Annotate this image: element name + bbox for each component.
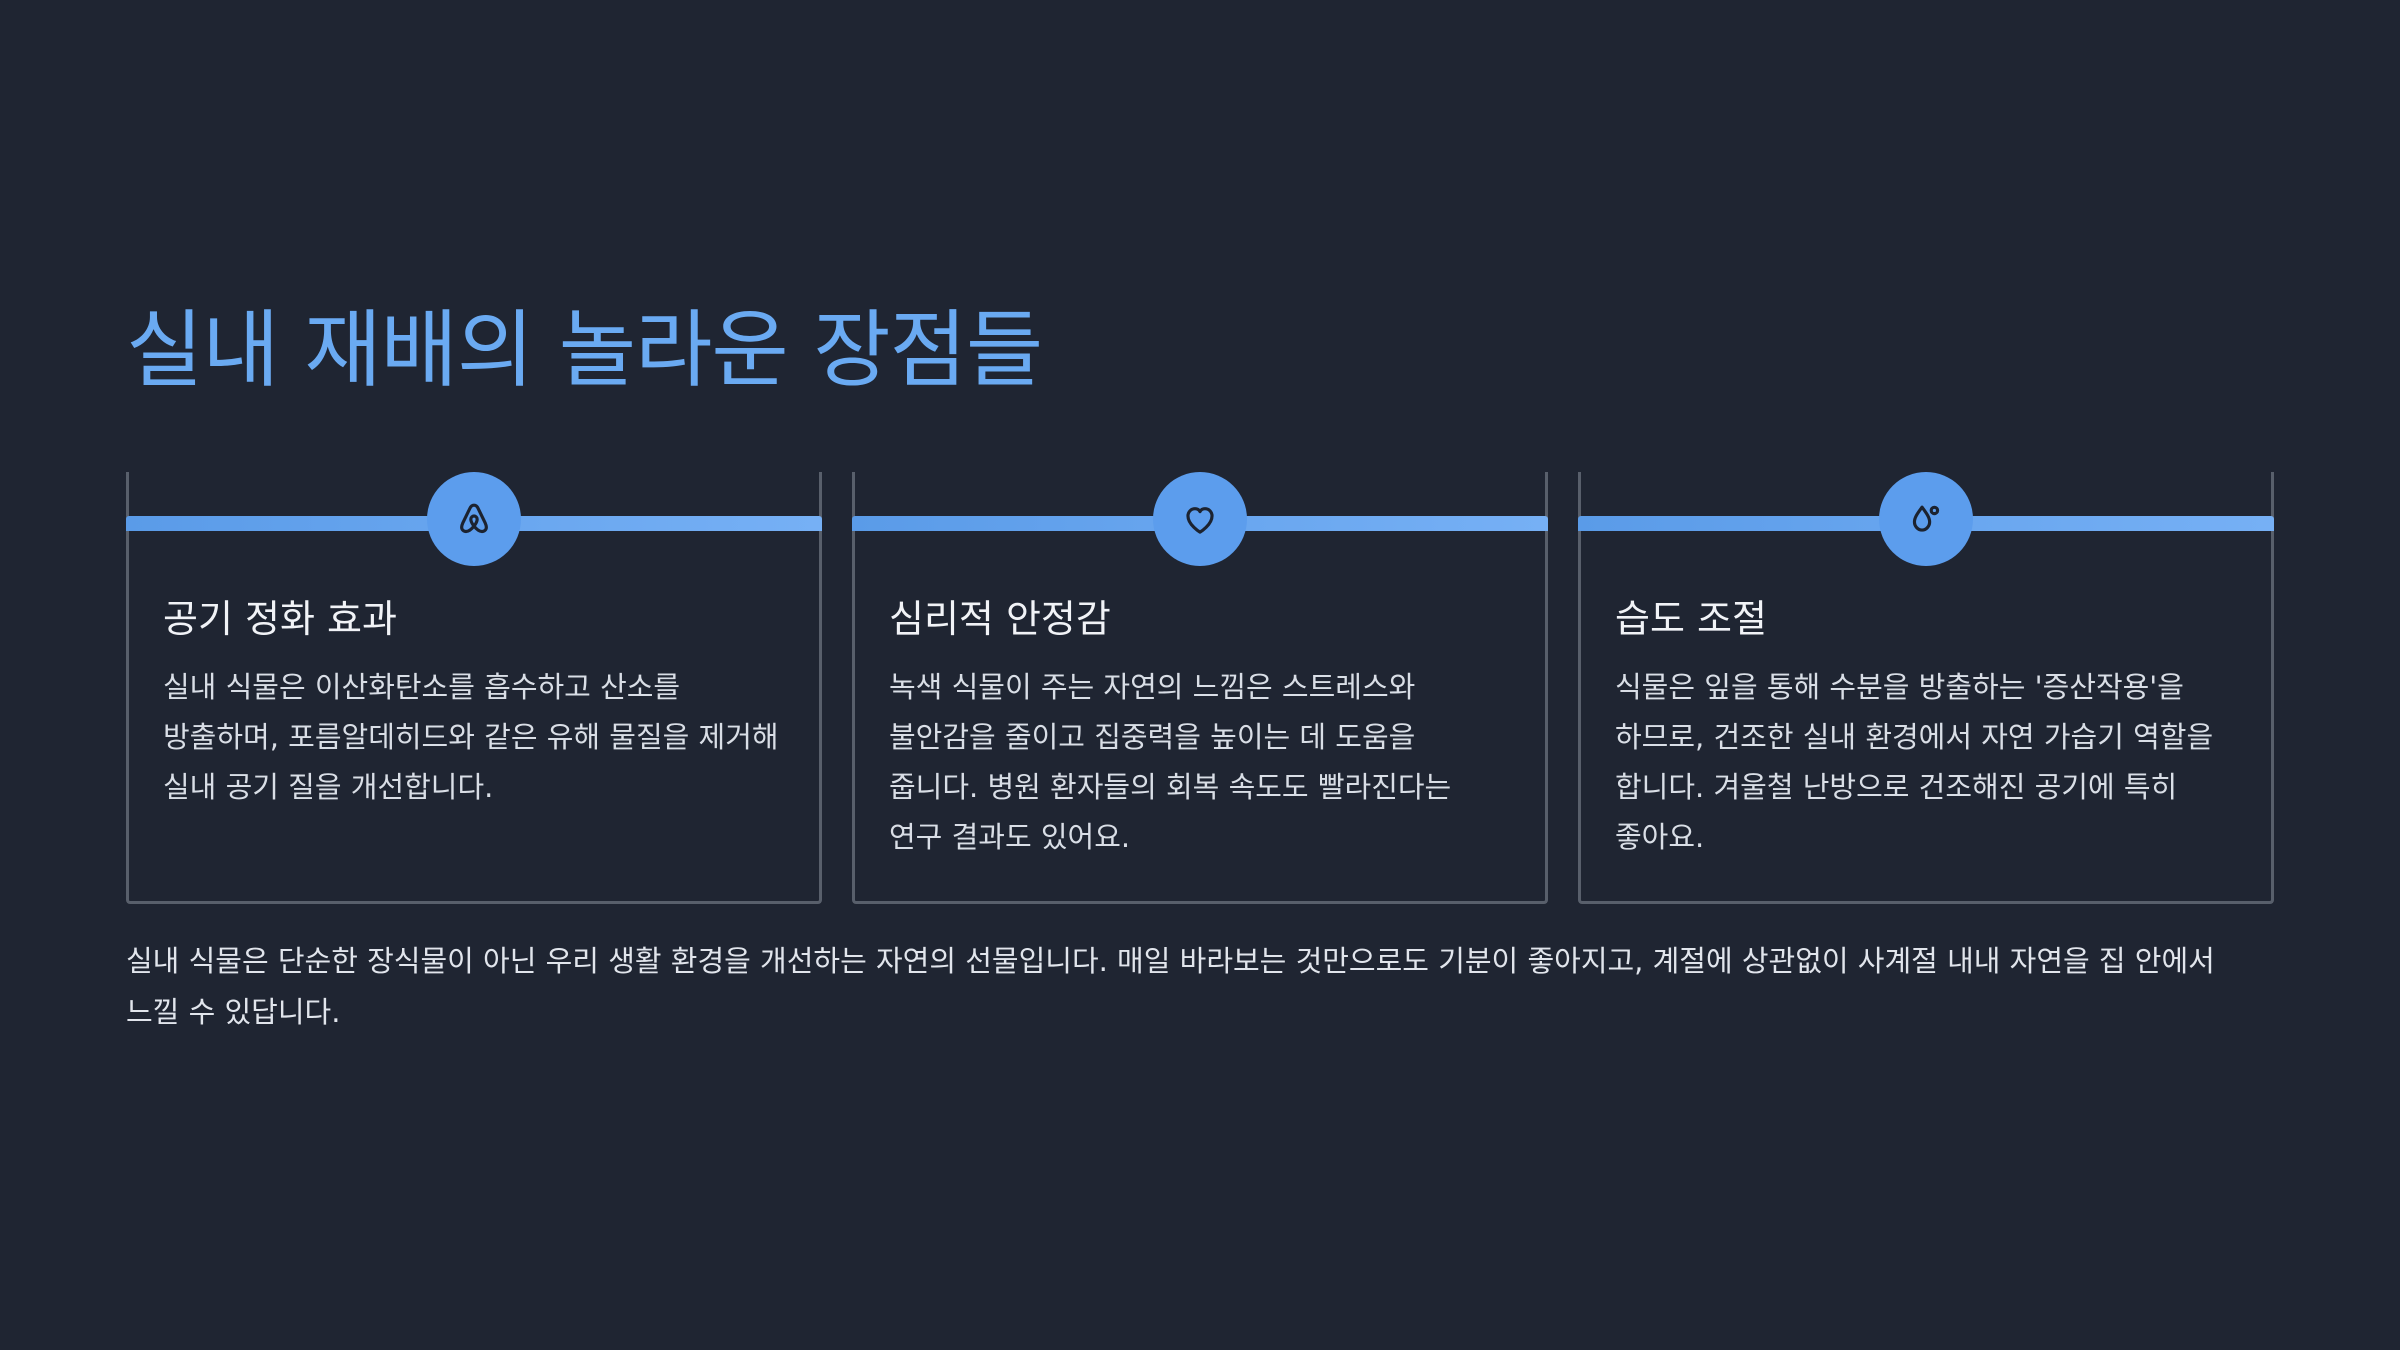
benefit-cards: 공기 정화 효과 실내 식물은 이산화탄소를 흡수하고 산소를 방출하며, 포름… — [126, 472, 2274, 904]
summary-paragraph: 실내 식물은 단순한 장식물이 아닌 우리 생활 환경을 개선하는 자연의 선물… — [126, 944, 2215, 1029]
card-title: 심리적 안정감 — [889, 597, 1111, 641]
card-title: 공기 정화 효과 — [163, 597, 397, 641]
slide-title: 실내 재배의 놀라운 장점들 — [126, 301, 1043, 399]
card-description: 식물은 잎을 통해 수분을 방출하는 '증산작용'을 하므로, 건조한 실내 환… — [1615, 669, 2214, 854]
benefit-card-psychological-stability: 심리적 안정감 녹색 식물이 주는 자연의 느낌은 스트레스와 불안감을 줄이고… — [852, 472, 1548, 904]
card-description: 녹색 식물이 주는 자연의 느낌은 스트레스와 불안감을 줄이고 집중력을 높이… — [889, 669, 1452, 854]
airbnb-style-icon — [427, 472, 521, 566]
droplets-icon — [1879, 472, 1973, 566]
benefit-card-humidity-control: 습도 조절 식물은 잎을 통해 수분을 방출하는 '증산작용'을 하므로, 건조… — [1578, 472, 2274, 904]
benefit-card-air-purification: 공기 정화 효과 실내 식물은 이산화탄소를 흡수하고 산소를 방출하며, 포름… — [126, 472, 822, 904]
heart-icon — [1153, 472, 1247, 566]
card-title: 습도 조절 — [1615, 597, 1767, 641]
card-description: 실내 식물은 이산화탄소를 흡수하고 산소를 방출하며, 포름알데히드와 같은 … — [163, 669, 779, 804]
